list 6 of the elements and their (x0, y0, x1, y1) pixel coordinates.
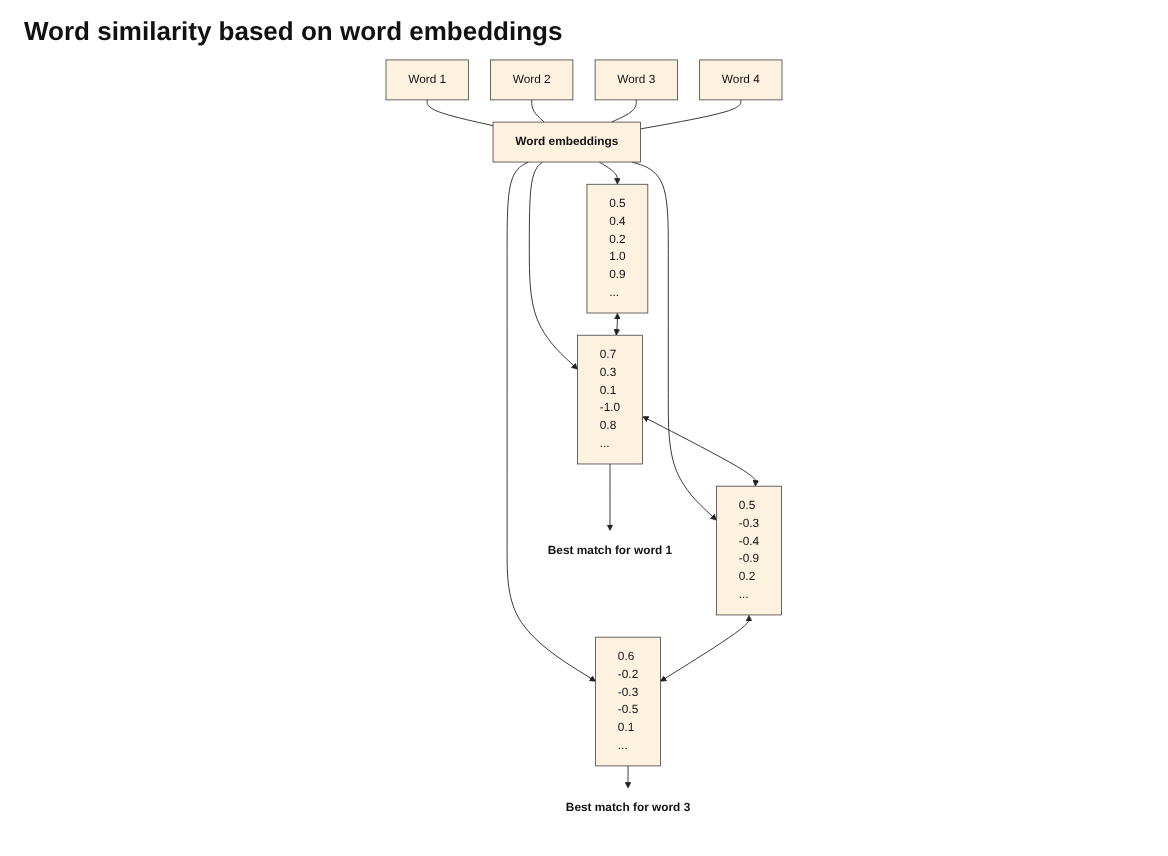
connector (640, 99, 742, 130)
connector (531, 99, 545, 123)
connector (611, 99, 637, 123)
arrow (613, 313, 621, 336)
connector (426, 99, 494, 127)
diagram-title: Word similarity based on word embeddings (24, 16, 565, 46)
